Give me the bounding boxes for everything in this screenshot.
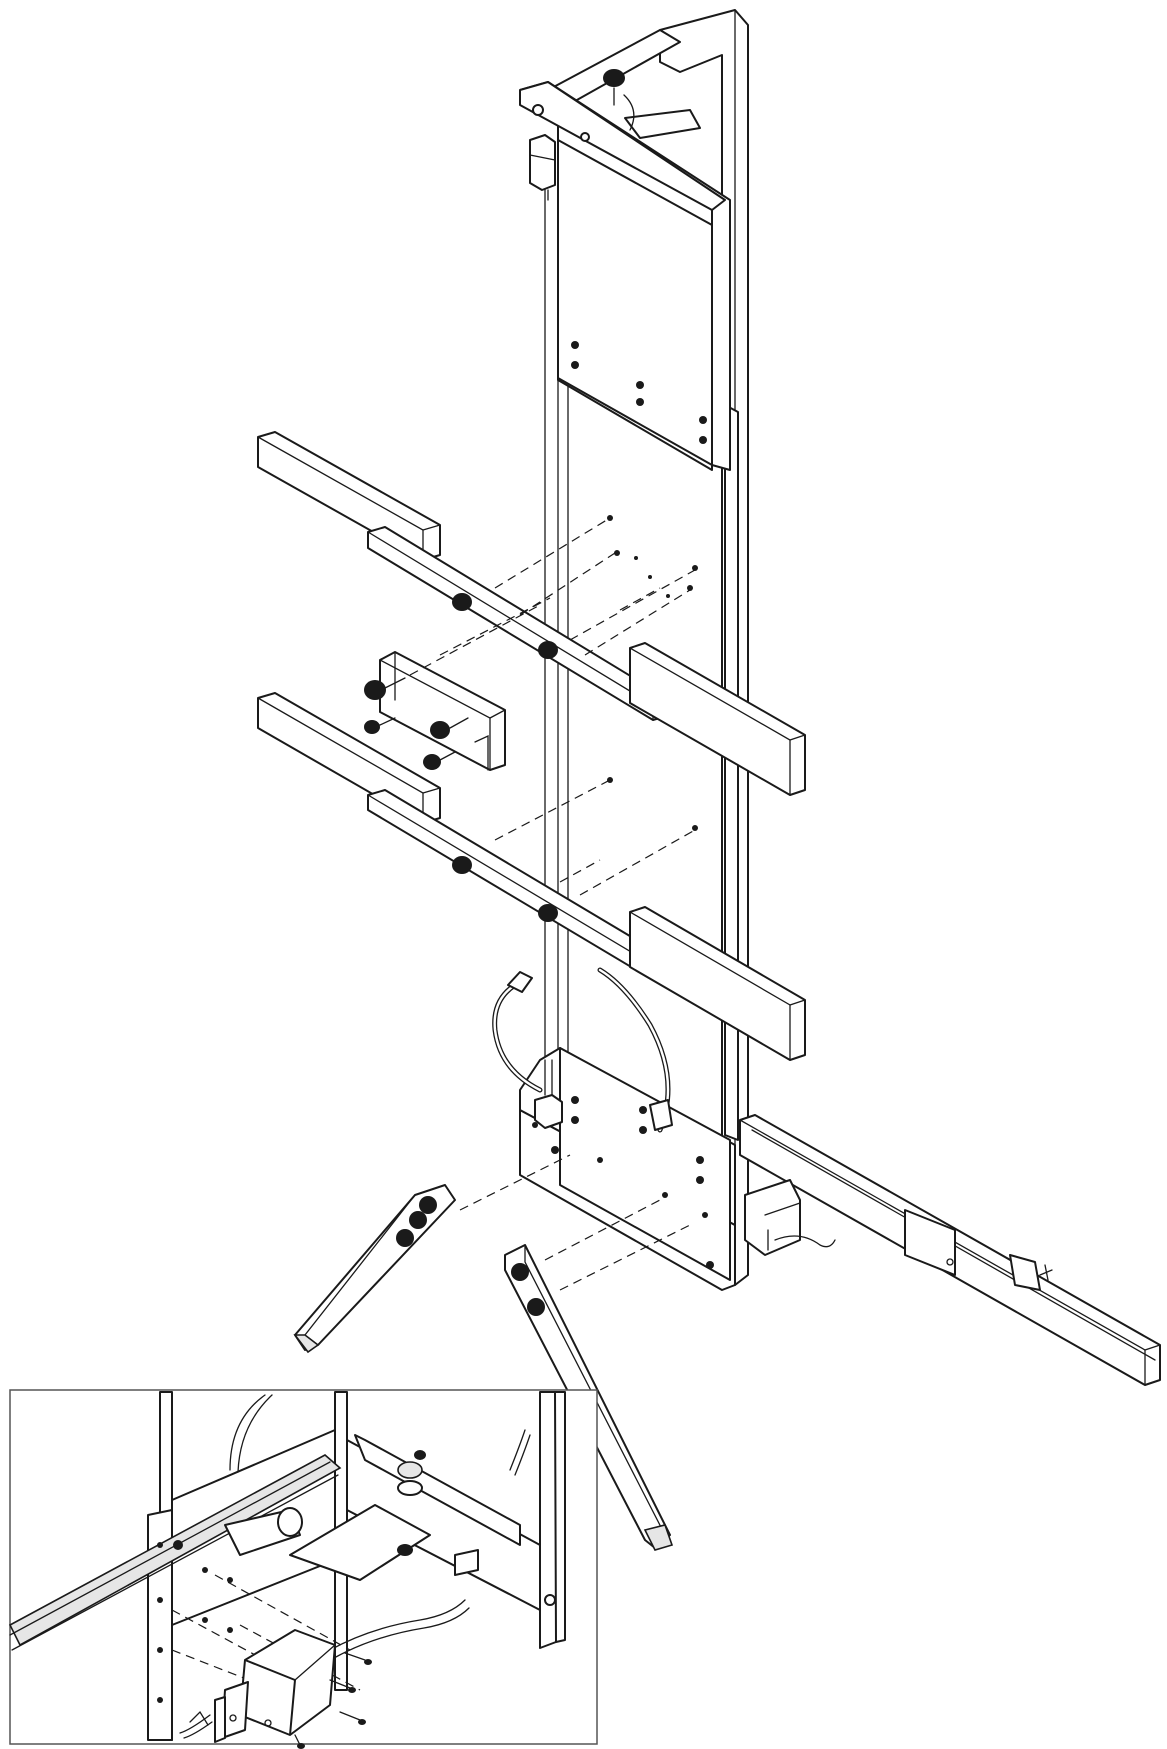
clamp-bracket <box>364 604 541 771</box>
left-leg <box>293 1184 456 1354</box>
upper-fastener-lines <box>439 515 698 656</box>
lower-fastener-lines <box>494 777 698 896</box>
leg-fastener-lines <box>459 1154 691 1291</box>
upper-carriage-plate <box>519 81 731 471</box>
lower-carriage-plate <box>492 967 736 1291</box>
base-rail <box>739 1114 1161 1386</box>
lower-crossbar <box>257 692 806 1061</box>
top-knob <box>603 69 701 139</box>
motor-detail-inset <box>8 1389 598 1749</box>
upper-crossbar <box>257 431 806 796</box>
